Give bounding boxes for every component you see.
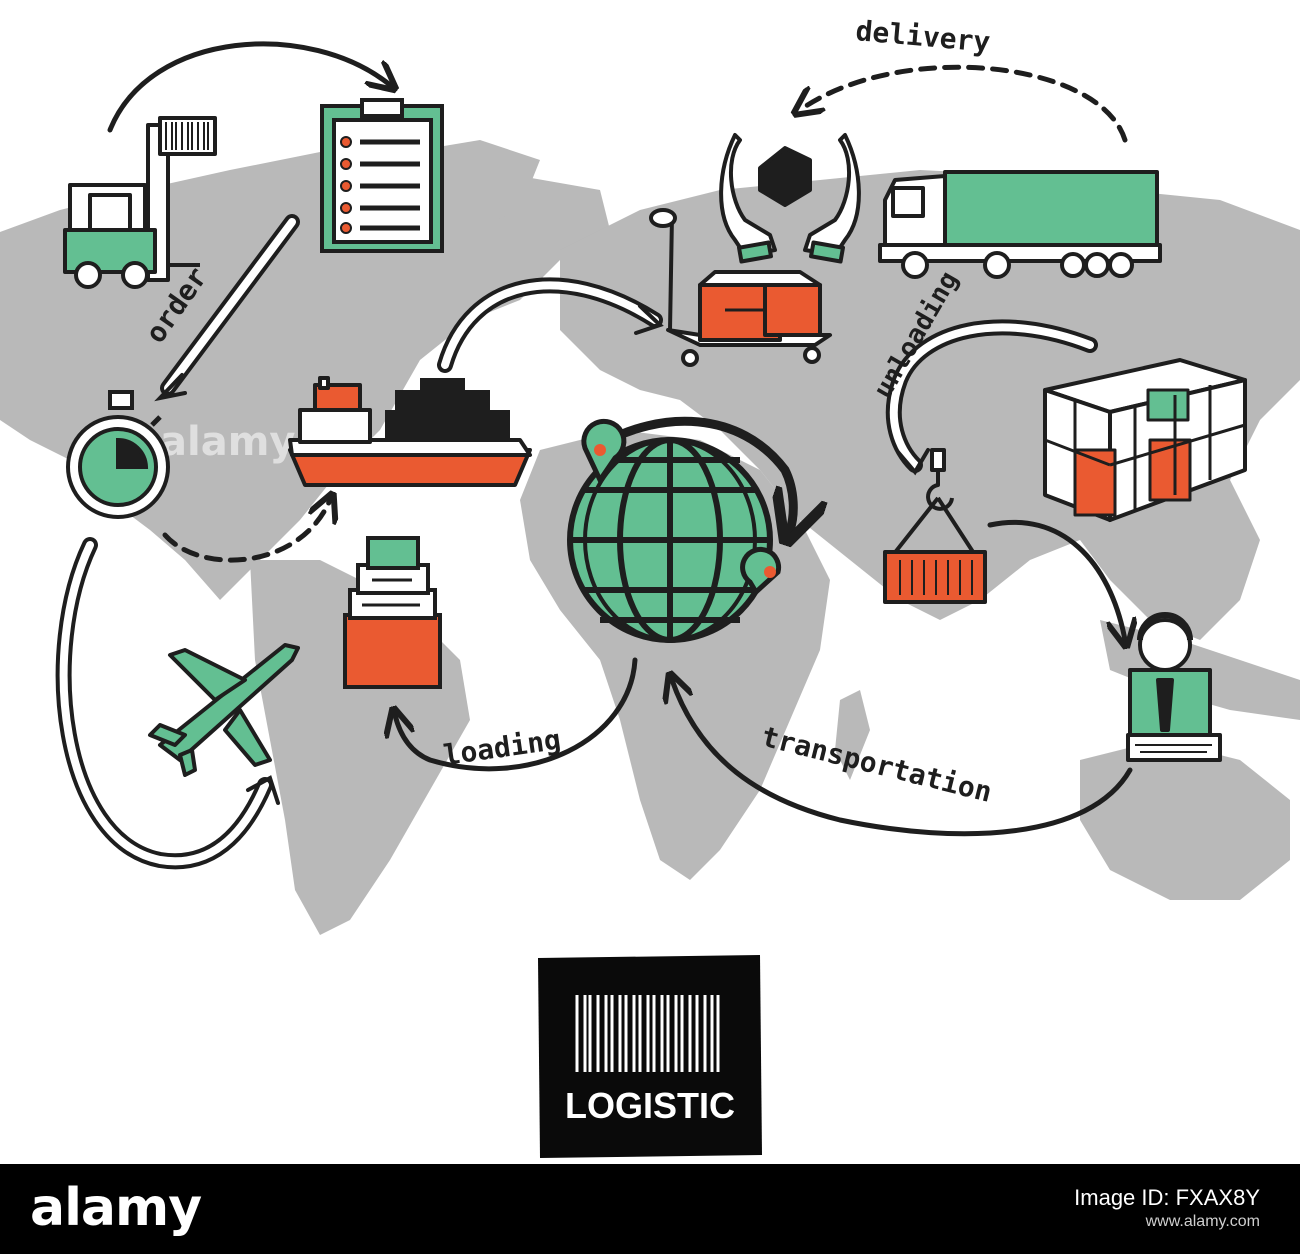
arrow-forklift-to-clipboard bbox=[107, 41, 390, 133]
hand-truck-icon bbox=[649, 208, 832, 367]
cargo-ship-icon bbox=[288, 376, 532, 487]
image-id: Image ID: FXAX8Y bbox=[1074, 1185, 1260, 1210]
hands-box-icon bbox=[719, 133, 861, 264]
arrow-globe-top bbox=[595, 416, 793, 530]
arrow-loading bbox=[395, 657, 638, 772]
logistics-diagram: alamy alamy alamy bbox=[0, 14, 1300, 1158]
stacked-containers-icon bbox=[343, 536, 442, 689]
badge-background bbox=[538, 955, 762, 1158]
arrow-stopwatch-to-ship bbox=[162, 500, 330, 563]
footer-image-id: Image ID: FXAX8Y www.alamy.com bbox=[1074, 1186, 1260, 1234]
forklift-icon bbox=[63, 116, 217, 289]
clipboard-checklist-icon bbox=[320, 98, 444, 253]
barcode-icon bbox=[575, 995, 720, 1072]
airplane-icon bbox=[148, 643, 300, 777]
footer-brand: alamy bbox=[30, 1178, 202, 1238]
crane-hook-container-icon bbox=[883, 448, 987, 604]
stock-footer: alamy Image ID: FXAX8Y www.alamy.com bbox=[0, 1164, 1300, 1254]
arrow-delivery bbox=[800, 64, 1128, 143]
arrow-crane-to-operator bbox=[987, 519, 1125, 640]
stopwatch-icon bbox=[66, 390, 170, 519]
globe-icon bbox=[567, 418, 782, 643]
stacked-boxes-icon bbox=[1043, 358, 1247, 522]
operator-headset-icon bbox=[1126, 612, 1222, 762]
watermark-text: alamy bbox=[160, 419, 295, 465]
badge-title: LOGISTIC bbox=[565, 1085, 735, 1126]
arrow-transportation bbox=[672, 680, 1133, 837]
truck-icon bbox=[878, 170, 1162, 279]
logistic-badge: LOGISTIC bbox=[538, 955, 762, 1158]
label-transportation: transportation bbox=[758, 720, 995, 809]
label-delivery: delivery bbox=[854, 14, 991, 59]
site-url: www.alamy.com bbox=[1145, 1213, 1260, 1230]
flow-arrows bbox=[55, 41, 1133, 870]
